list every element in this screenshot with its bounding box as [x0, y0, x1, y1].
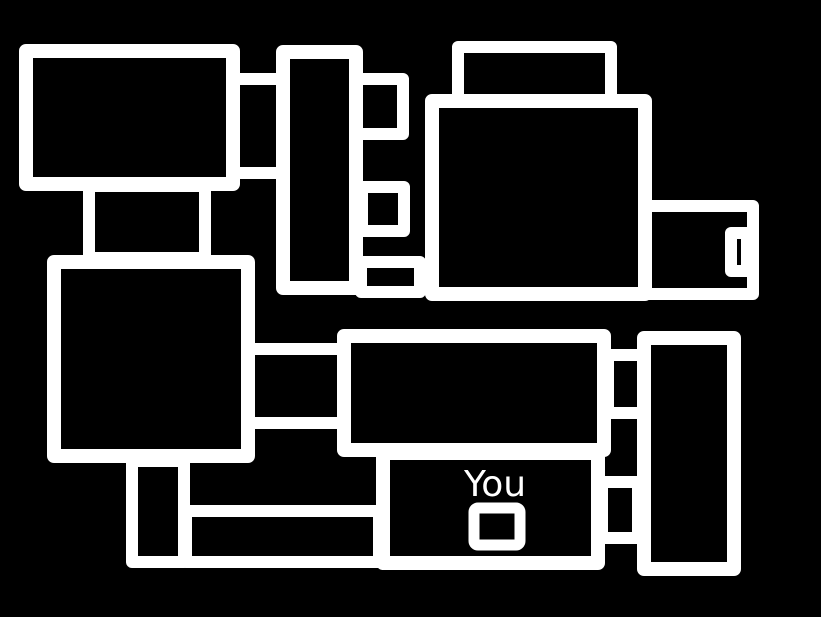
player-position-icon[interactable] — [468, 502, 526, 551]
map-room-top-annex[interactable] — [452, 41, 617, 108]
map-room-stage[interactable] — [425, 94, 652, 301]
map-room-closet-small-3[interactable] — [355, 256, 426, 298]
player-label: You — [463, 464, 526, 505]
map-room-closet-small-2[interactable] — [356, 181, 410, 237]
map-room-west-hall[interactable] — [276, 45, 363, 295]
map-room-east-closet[interactable] — [725, 227, 753, 277]
map-room-hall-left[interactable] — [243, 343, 349, 429]
map-room-top-left[interactable] — [19, 44, 240, 191]
map-room-dining[interactable] — [337, 329, 611, 457]
map-room-closet-small-1[interactable] — [351, 73, 409, 140]
map-room-south-hall-left[interactable] — [126, 455, 190, 568]
map-room-east-wing[interactable] — [637, 331, 741, 576]
map-room-south-hall[interactable] — [180, 505, 385, 568]
map-room-connector-left[interactable] — [83, 180, 211, 264]
map-room-corridor-right-2[interactable] — [596, 476, 644, 544]
map-room-west-main[interactable] — [47, 255, 255, 463]
